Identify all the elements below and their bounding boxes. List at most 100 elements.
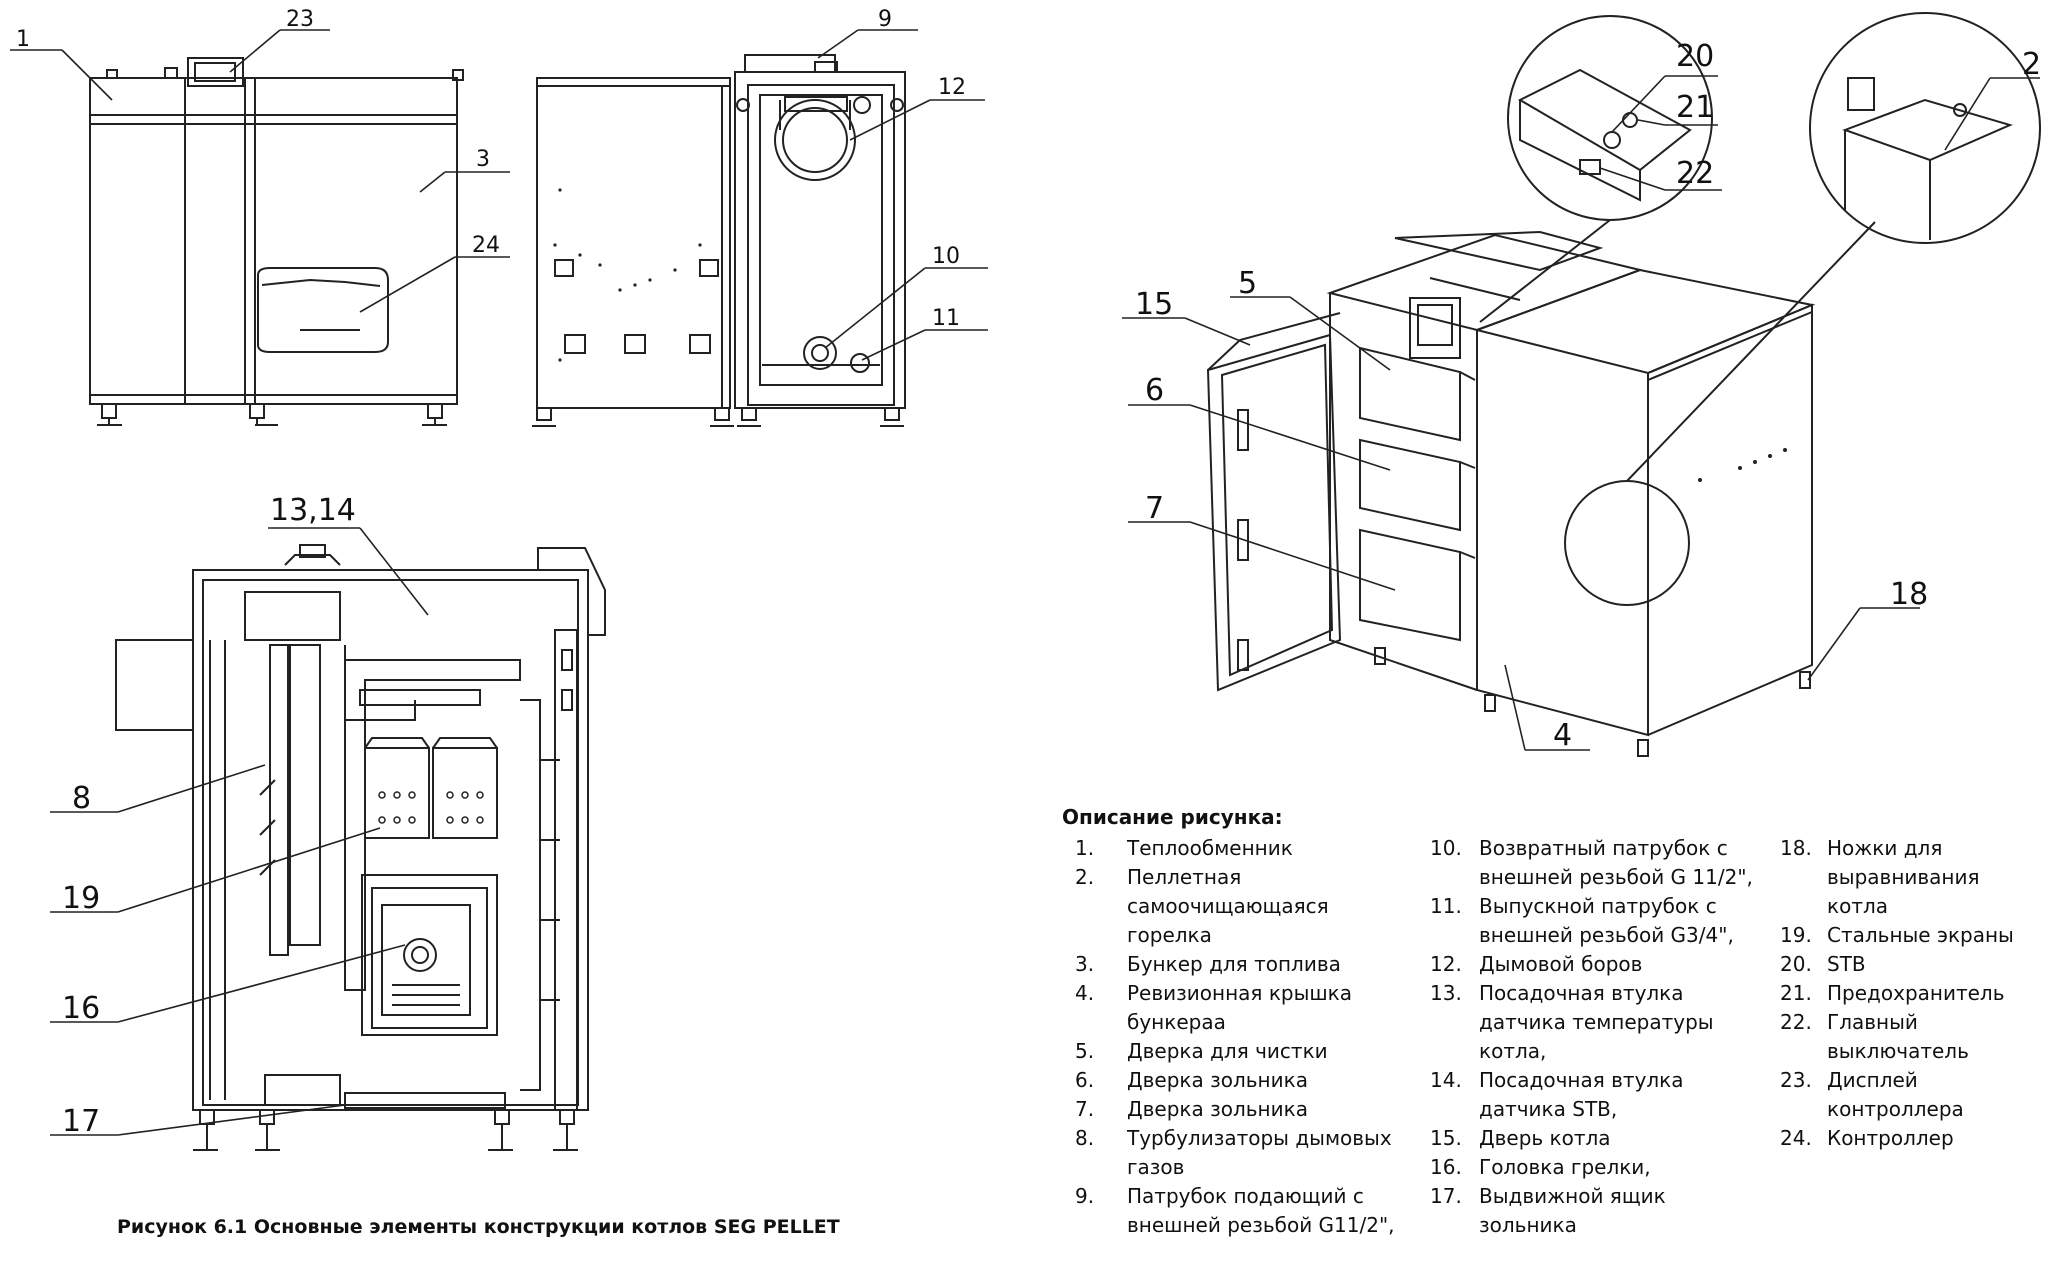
section-view xyxy=(115,544,606,1151)
legend-item-number: 15. xyxy=(1430,1126,1462,1150)
legend-item-number: 10. xyxy=(1430,836,1462,860)
side-view xyxy=(532,77,734,427)
legend-item-text: Пеллетная самоочищающаяся горелка xyxy=(1127,865,1329,947)
callout-21: 21 xyxy=(1676,90,1714,125)
legend-item-number: 24. xyxy=(1780,1126,1812,1150)
legend-item-number: 17. xyxy=(1430,1184,1462,1208)
legend-item-number: 3. xyxy=(1075,952,1095,976)
legend-item: 10. Возвратный патрубок с внешней резьбой… xyxy=(1430,834,1760,892)
legend-item-text: Дисплей контроллера xyxy=(1827,1068,1964,1121)
callout-3: 3 xyxy=(476,147,490,172)
leader-lines xyxy=(10,29,2040,1136)
legend-item-number: 19. xyxy=(1780,923,1812,947)
legend-item-number: 6. xyxy=(1075,1068,1095,1092)
callout-8: 8 xyxy=(72,781,91,816)
legend-item: 6.Дверка зольника xyxy=(1075,1066,1395,1095)
legend-item-number: 4. xyxy=(1075,981,1095,1005)
legend-item-text: Бункер для топлива xyxy=(1127,952,1341,976)
legend-item-number: 20. xyxy=(1780,952,1812,976)
legend-item: 4. Ревизионная крышка бункераа xyxy=(1075,979,1395,1037)
legend-item-text: STB xyxy=(1827,952,1866,976)
legend-item: 14.Посадочная втулка датчика STB, xyxy=(1430,1066,1760,1124)
legend-item-number: 13. xyxy=(1430,981,1462,1005)
legend-item-number: 2. xyxy=(1075,865,1095,889)
legend-item-number: 16. xyxy=(1430,1155,1462,1179)
legend-item-text: Выдвижной ящик зольника xyxy=(1479,1184,1666,1237)
callout-2: 2 xyxy=(2022,47,2041,82)
legend-item-text: Предохранитель xyxy=(1827,981,2005,1005)
legend-item: 3. Бункер для топлива xyxy=(1075,950,1395,979)
legend-item-text: Головка грелки, xyxy=(1479,1155,1651,1179)
legend-item: 8. Турбулизаторы дымовых газов xyxy=(1075,1124,1395,1182)
legend-item-text: Возвратный патрубок с внешней резьбой G … xyxy=(1479,836,1753,889)
legend-item: 22. Главный выключатель xyxy=(1780,1008,2030,1066)
callout-22: 22 xyxy=(1676,156,1714,191)
legend-item-text: Выпускной патрубок с внешней резьбой G3/… xyxy=(1479,894,1734,947)
legend-item: 23. Дисплей контроллера xyxy=(1780,1066,2030,1124)
legend-item-text: Теплообменник xyxy=(1127,836,1293,860)
legend-item-number: 23. xyxy=(1780,1068,1812,1092)
legend-item-text: Патрубок подающий с внешней резьбой G11/… xyxy=(1127,1184,1395,1237)
callout-13-14: 13,14 xyxy=(270,493,356,528)
legend-item-text: Дверка зольника xyxy=(1127,1097,1308,1121)
legend-item-text: Дымовой боров xyxy=(1479,952,1643,976)
isometric-view xyxy=(1206,12,2041,757)
legend-item-number: 9. xyxy=(1075,1184,1095,1208)
legend-item-text: Главный выключатель xyxy=(1827,1010,1969,1063)
legend-item-number: 18. xyxy=(1780,836,1812,860)
legend-item: 1. Теплообменник xyxy=(1075,834,1395,863)
legend-item-text: Посадочная втулка датчика температуры ко… xyxy=(1479,981,1714,1063)
legend-item-number: 12. xyxy=(1430,952,1462,976)
legend-item-number: 7. xyxy=(1075,1097,1095,1121)
callout-16: 16 xyxy=(62,991,100,1026)
callout-7: 7 xyxy=(1145,491,1164,526)
legend-item-text: Контроллер xyxy=(1827,1126,1954,1150)
legend-column-1: 1. Теплообменник 2. Пеллетная самоочищающая… xyxy=(1075,834,1395,1240)
legend-column-2: 10. Возвратный патрубок с внешней резьбой… xyxy=(1430,834,1760,1240)
legend-item-text: Дверь котла xyxy=(1479,1126,1611,1150)
callout-10: 10 xyxy=(932,244,960,269)
legend-item: 9. Патрубок подающий с внешней резьбой G1… xyxy=(1075,1182,1395,1240)
legend-item: 11. Выпускной патрубок с внешней резьбой … xyxy=(1430,892,1760,950)
legend-item-text: Посадочная втулка датчика STB, xyxy=(1479,1068,1684,1121)
callout-19: 19 xyxy=(62,881,100,916)
callout-11: 11 xyxy=(932,306,960,331)
callout-24: 24 xyxy=(472,233,500,258)
legend-item: 24. Контроллер xyxy=(1780,1124,2030,1153)
legend-item-text: Турбулизаторы дымовых газов xyxy=(1127,1126,1392,1179)
legend-item-number: 11. xyxy=(1430,894,1462,918)
legend-item: 13. Посадочная втулка датчика температуры… xyxy=(1430,979,1760,1066)
callout-20: 20 xyxy=(1676,39,1714,74)
callout-15: 15 xyxy=(1135,287,1173,322)
legend-item-text: Дверка для чистки xyxy=(1127,1039,1328,1063)
legend-column-3: 18. Ножки для выравнивания котла 19.Стальн… xyxy=(1780,834,2030,1153)
legend-item-number: 21. xyxy=(1780,981,1812,1005)
figure-caption: Рисунок 6.1 Основные элементы конструкци… xyxy=(117,1216,840,1238)
legend-item: 7. Дверка зольника xyxy=(1075,1095,1395,1124)
legend-item-number: 22. xyxy=(1780,1010,1812,1034)
callout-5: 5 xyxy=(1238,266,1257,301)
callout-17: 17 xyxy=(62,1104,100,1139)
legend-item: 17. Выдвижной ящик зольника xyxy=(1430,1182,1760,1240)
legend-item: 21. Предохранитель xyxy=(1780,979,2030,1008)
callout-labels: 1 23 3 24 9 12 10 11 13,14 8 19 16 17 20… xyxy=(16,7,2041,1139)
callout-23: 23 xyxy=(286,7,314,32)
back-view xyxy=(734,54,906,427)
callout-9: 9 xyxy=(878,7,892,32)
legend-item-number: 1. xyxy=(1075,836,1095,860)
legend-item: 18. Ножки для выравнивания котла xyxy=(1780,834,2030,921)
legend-title: Описание рисунка: xyxy=(1062,805,1283,829)
legend-item: 19.Стальные экраны xyxy=(1780,921,2030,950)
callout-1: 1 xyxy=(16,27,30,52)
callout-12: 12 xyxy=(938,75,966,100)
legend-item: 20. STB xyxy=(1780,950,2030,979)
legend-item: 16. Головка грелки, xyxy=(1430,1153,1760,1182)
legend-item: 15. Дверь котла xyxy=(1430,1124,1760,1153)
legend-item-text: Ножки для выравнивания котла xyxy=(1827,836,1980,918)
callout-6: 6 xyxy=(1145,373,1164,408)
legend-item-number: 8. xyxy=(1075,1126,1095,1150)
legend-item-number: 5. xyxy=(1075,1039,1095,1063)
legend-item-text: Ревизионная крышка бункераа xyxy=(1127,981,1353,1034)
front-view xyxy=(89,57,464,426)
legend-item: 2. Пеллетная самоочищающаяся горелка xyxy=(1075,863,1395,950)
